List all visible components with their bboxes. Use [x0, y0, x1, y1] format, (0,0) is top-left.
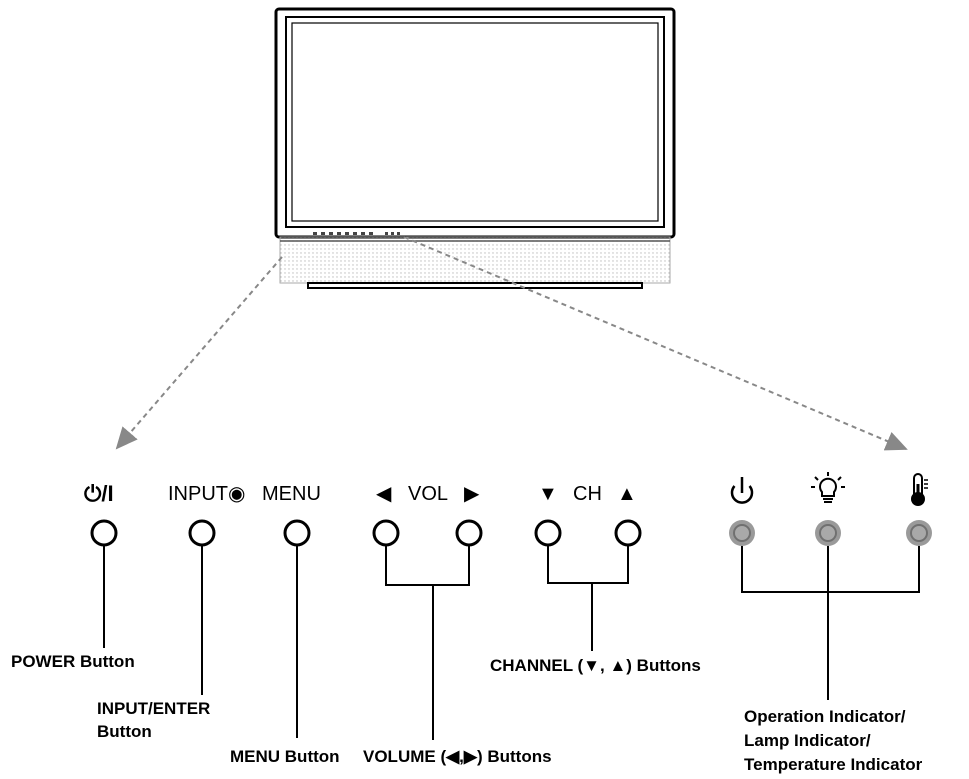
input-enter-button[interactable]	[188, 519, 216, 547]
vol-right-arrow-icon: ▶	[464, 483, 480, 505]
power-button-callout: POWER Button	[11, 652, 135, 671]
input-enter-callout-line2: Button	[97, 722, 152, 741]
volume-buttons-callout: VOLUME (◀,▶) Buttons	[363, 747, 552, 766]
tv-screen	[291, 22, 659, 222]
vol-label: VOL	[408, 483, 449, 505]
menu-label: MENU	[262, 483, 321, 505]
menu-button-callout: MENU Button	[230, 747, 340, 766]
tv-stand	[307, 282, 643, 289]
indicator-callout-line3: Temperature Indicator	[744, 755, 923, 774]
tv-panel-buttons	[313, 232, 400, 235]
vol-left-arrow-icon: ◀	[376, 483, 392, 505]
menu-button[interactable]	[283, 519, 311, 547]
indicator-callout-line1: Operation Indicator/	[744, 707, 906, 726]
leader-lines	[103, 545, 920, 740]
lamp-icon	[811, 472, 845, 503]
tv-illustration	[274, 7, 676, 289]
volume-down-button[interactable]	[372, 519, 400, 547]
channel-down-button[interactable]	[534, 519, 562, 547]
power-symbol-icon	[730, 477, 754, 504]
power-label: ⏻/I	[84, 481, 114, 506]
right-callout-arrow	[403, 236, 908, 451]
input-label: INPUT◉	[168, 483, 246, 505]
ch-down-arrow-icon: ▼	[538, 483, 558, 505]
ch-label: CH	[573, 483, 602, 505]
input-enter-callout-line1: INPUT/ENTER	[97, 699, 211, 718]
indicator-callout-line2: Lamp Indicator/	[744, 731, 871, 750]
volume-up-button[interactable]	[455, 519, 483, 547]
power-button[interactable]	[90, 519, 118, 547]
tv-speaker-grille	[279, 236, 671, 284]
ch-up-arrow-icon: ▲	[617, 483, 637, 505]
channel-buttons-callout: CHANNEL (▼, ▲) Buttons	[490, 656, 701, 675]
thermometer-icon	[911, 473, 928, 506]
indicator-lamps	[729, 520, 932, 546]
left-callout-arrow	[115, 256, 283, 450]
channel-up-button[interactable]	[614, 519, 642, 547]
